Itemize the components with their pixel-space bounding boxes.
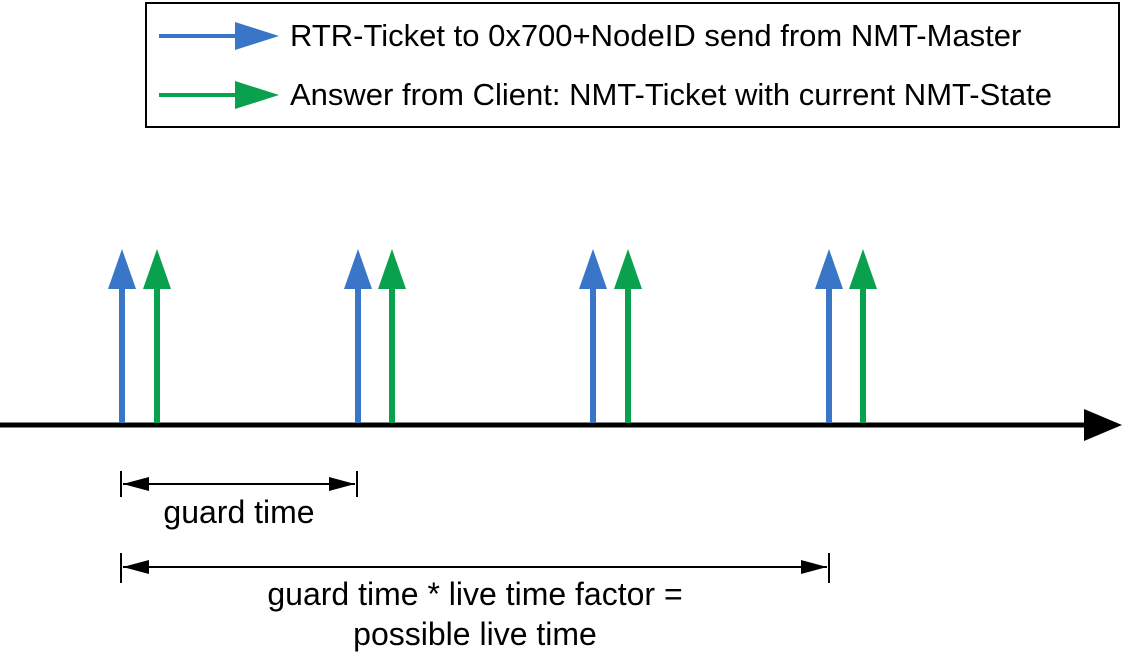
rtr-legend-arrow-head (235, 22, 279, 50)
client-answer-head-2 (378, 249, 406, 289)
time-axis (0, 409, 1122, 441)
time-axis-arrowhead (1084, 409, 1122, 441)
client-answer-arrow-3 (614, 249, 642, 423)
live-time-arrowhead-right (801, 560, 827, 574)
legend-label-rtr-ticket: RTR-Ticket to 0x700+NodeID send from NMT… (290, 17, 1022, 53)
legend-label-client-answer: Answer from Client: NMT-Ticket with curr… (290, 76, 1052, 112)
rtr-ticket-right-arrow-icon (159, 22, 279, 50)
answer-legend-arrow-head (235, 81, 279, 109)
live-time-label: guard time * live time factor = possible… (125, 574, 825, 653)
client-answer-arrow-2 (378, 249, 406, 423)
client-answer-arrow-1 (143, 249, 171, 423)
rtr-ticket-arrow-3 (579, 249, 607, 423)
client-answer-arrow-4 (849, 249, 877, 423)
rtr-ticket-arrow-4 (815, 249, 843, 423)
rtr-ticket-head-3 (579, 249, 607, 289)
rtr-ticket-arrow-2 (344, 249, 372, 423)
rtr-ticket-arrow-1 (108, 249, 136, 423)
live-time-label-line2: possible live time (353, 616, 597, 652)
live-time-span-arrow (120, 553, 830, 583)
client-answer-right-arrow-icon (159, 81, 279, 109)
guard-time-arrowhead-right (329, 477, 355, 491)
client-answer-head-3 (614, 249, 642, 289)
client-answer-head-1 (143, 249, 171, 289)
guard-time-arrowhead-left (123, 477, 149, 491)
rtr-ticket-head-1 (108, 249, 136, 289)
rtr-ticket-head-4 (815, 249, 843, 289)
legend-row-client-answer: Answer from Client: NMT-Ticket with curr… (147, 64, 1118, 126)
legend-box: RTR-Ticket to 0x700+NodeID send from NMT… (145, 2, 1120, 128)
guard-time-span-arrow (120, 471, 358, 497)
guard-time-label: guard time (163, 494, 315, 530)
client-answer-head-4 (849, 249, 877, 289)
live-time-arrowhead-left (123, 560, 149, 574)
live-time-label-line1: guard time * live time factor = (267, 576, 683, 612)
legend-row-rtr-ticket: RTR-Ticket to 0x700+NodeID send from NMT… (147, 5, 1118, 67)
rtr-ticket-head-2 (344, 249, 372, 289)
